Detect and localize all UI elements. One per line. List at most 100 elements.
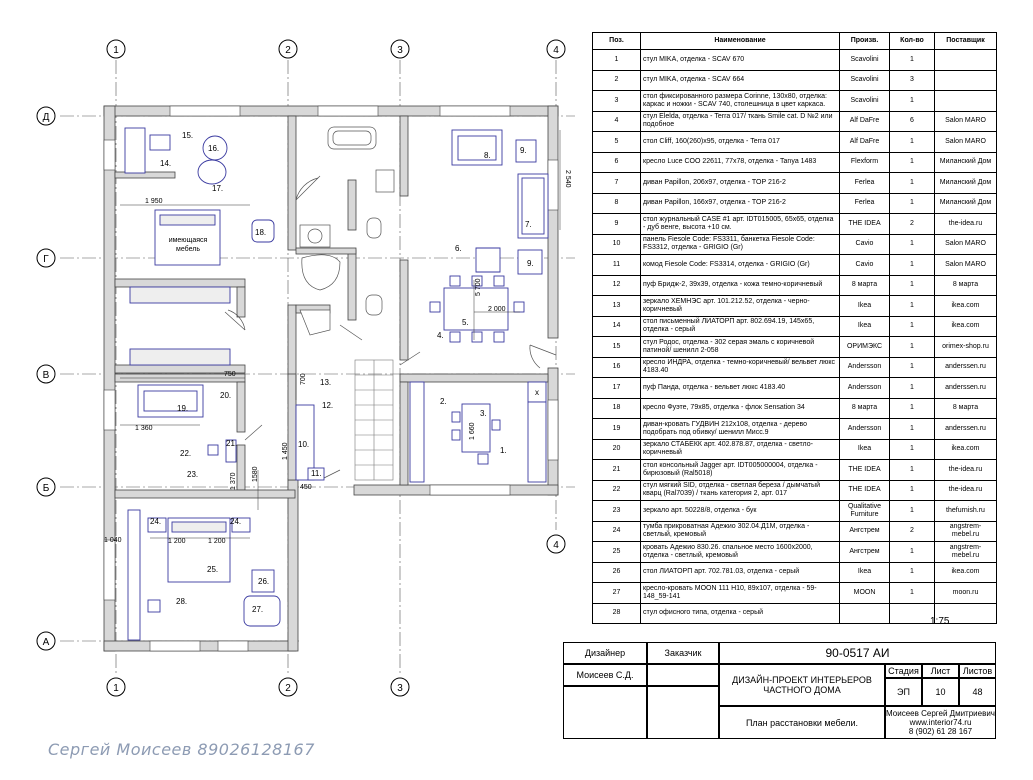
- cell-supplier: thefurnish.ru: [934, 500, 997, 522]
- dim-1370: 1 370: [230, 472, 237, 490]
- cell-supplier: Salon MARO: [934, 110, 997, 132]
- cell-pos: 22: [592, 479, 641, 501]
- cell-maker: Cavio: [839, 254, 890, 276]
- cell-pos: 26: [592, 561, 641, 583]
- cell-name: стол ЛИАТОРП арт. 702.781.03, отделка - …: [640, 561, 840, 583]
- cell-supplier: [934, 49, 997, 71]
- cell-supplier: anderssen.ru: [934, 377, 997, 399]
- cell-maker: Andersson: [839, 377, 890, 399]
- axis-marker-row-b: Б: [36, 477, 56, 497]
- cell-name: кресло Luce COO 22611, 77х78, отделка - …: [640, 151, 840, 173]
- axis-marker-col-3-bottom: 3: [390, 677, 410, 697]
- cell-qty: 1: [889, 438, 935, 460]
- windows: [103, 105, 559, 652]
- cell-pos: 12: [592, 274, 641, 296]
- cell-pos: 14: [592, 315, 641, 337]
- axis-label: 1: [113, 683, 119, 694]
- stage-value: ЭП: [885, 678, 922, 706]
- mark-12: 12.: [322, 401, 333, 410]
- cell-qty: 2: [889, 520, 935, 542]
- cell-name: стол Cliff, 160(260)х95, отделка - Terra…: [640, 131, 840, 153]
- cell-qty: 1: [889, 500, 935, 522]
- cell-maker: Ikea: [839, 295, 890, 317]
- cell-maker: Ferlea: [839, 172, 890, 194]
- cell-pos: 16: [592, 356, 641, 378]
- axis-marker-row-d: Д: [36, 106, 56, 126]
- cell-pos: 28: [592, 602, 641, 624]
- mark-22: 22.: [180, 449, 191, 458]
- cell-pos: 21: [592, 459, 641, 481]
- sheet-value: 10: [922, 678, 959, 706]
- scale-label: 1:75: [930, 616, 950, 627]
- dim-1040: 1 040: [104, 537, 122, 544]
- cell-name: кресло-кровать MOON 111 Н10, 89х107, отд…: [640, 582, 840, 604]
- mark-4: 4.: [437, 331, 444, 340]
- cell-maker: THE IDEA: [839, 459, 890, 481]
- mark-6: 6.: [455, 244, 462, 253]
- cell-supplier: Миланский Дом: [934, 192, 997, 214]
- mark-11: 11.: [311, 469, 322, 478]
- col-header-name: Наименование: [640, 32, 840, 50]
- cell-pos: 9: [592, 213, 641, 235]
- cell-qty: 1: [889, 336, 935, 358]
- cell-supplier: the-idea.ru: [934, 459, 997, 481]
- cell-pos: 1: [592, 49, 641, 71]
- cell-qty: 1: [889, 377, 935, 399]
- cell-pos: 18: [592, 397, 641, 419]
- cell-supplier: the-idea.ru: [934, 479, 997, 501]
- cell-maker: Ангстрем: [839, 541, 890, 563]
- cell-pos: 20: [592, 438, 641, 460]
- cell-maker: Scavolini: [839, 49, 890, 71]
- cell-supplier: 8 марта: [934, 397, 997, 419]
- col-header-pos: Поз.: [592, 32, 641, 50]
- cell-qty: 1: [889, 479, 935, 501]
- axis-label: 1: [113, 45, 119, 56]
- mark-24-left: 24.: [150, 517, 161, 526]
- cell-maker: Ikea: [839, 438, 890, 460]
- cell-maker: Ikea: [839, 315, 890, 337]
- axis-label: Б: [43, 483, 50, 494]
- cell-supplier: anderssen.ru: [934, 418, 997, 440]
- cell-qty: 1: [889, 418, 935, 440]
- dim-1200-right: 1 200: [208, 538, 226, 545]
- client-name: [647, 664, 719, 686]
- mark-24-right: 24.: [230, 517, 241, 526]
- cell-maker: Ikea: [839, 561, 890, 583]
- bathroom-fixtures: [299, 126, 395, 336]
- signature-watermark: Сергей Моисеев 89026128167: [48, 740, 315, 759]
- cell-name: стул MIKA, отделка - SCAV 670: [640, 49, 840, 71]
- sheets-value: 48: [959, 678, 996, 706]
- cell-qty: 1: [889, 561, 935, 583]
- doors: [224, 175, 557, 481]
- cell-pos: 25: [592, 541, 641, 563]
- col-header-supplier: Поставщик: [934, 32, 997, 50]
- dimension-texts: 2 540 1 950 5 700 2 000 750 700 1 360 1 …: [104, 170, 571, 545]
- axis-label: 2: [285, 45, 291, 56]
- cell-qty: 1: [889, 49, 935, 71]
- author-site[interactable]: www.interior74.ru: [909, 718, 972, 727]
- staircase: [354, 359, 394, 481]
- stamp-blank-mid: [647, 686, 719, 739]
- cell-supplier: Salon MARO: [934, 131, 997, 153]
- cell-name: стул мягкий SID, отделка - светлая берез…: [640, 479, 840, 501]
- cell-name: диван Papillon, 206х97, отделка - TOP 21…: [640, 172, 840, 194]
- cell-pos: 19: [592, 418, 641, 440]
- author-phone: 8 (902) 61 28 167: [908, 727, 973, 736]
- cell-qty: 2: [889, 213, 935, 235]
- cell-supplier: Миланский Дом: [934, 151, 997, 173]
